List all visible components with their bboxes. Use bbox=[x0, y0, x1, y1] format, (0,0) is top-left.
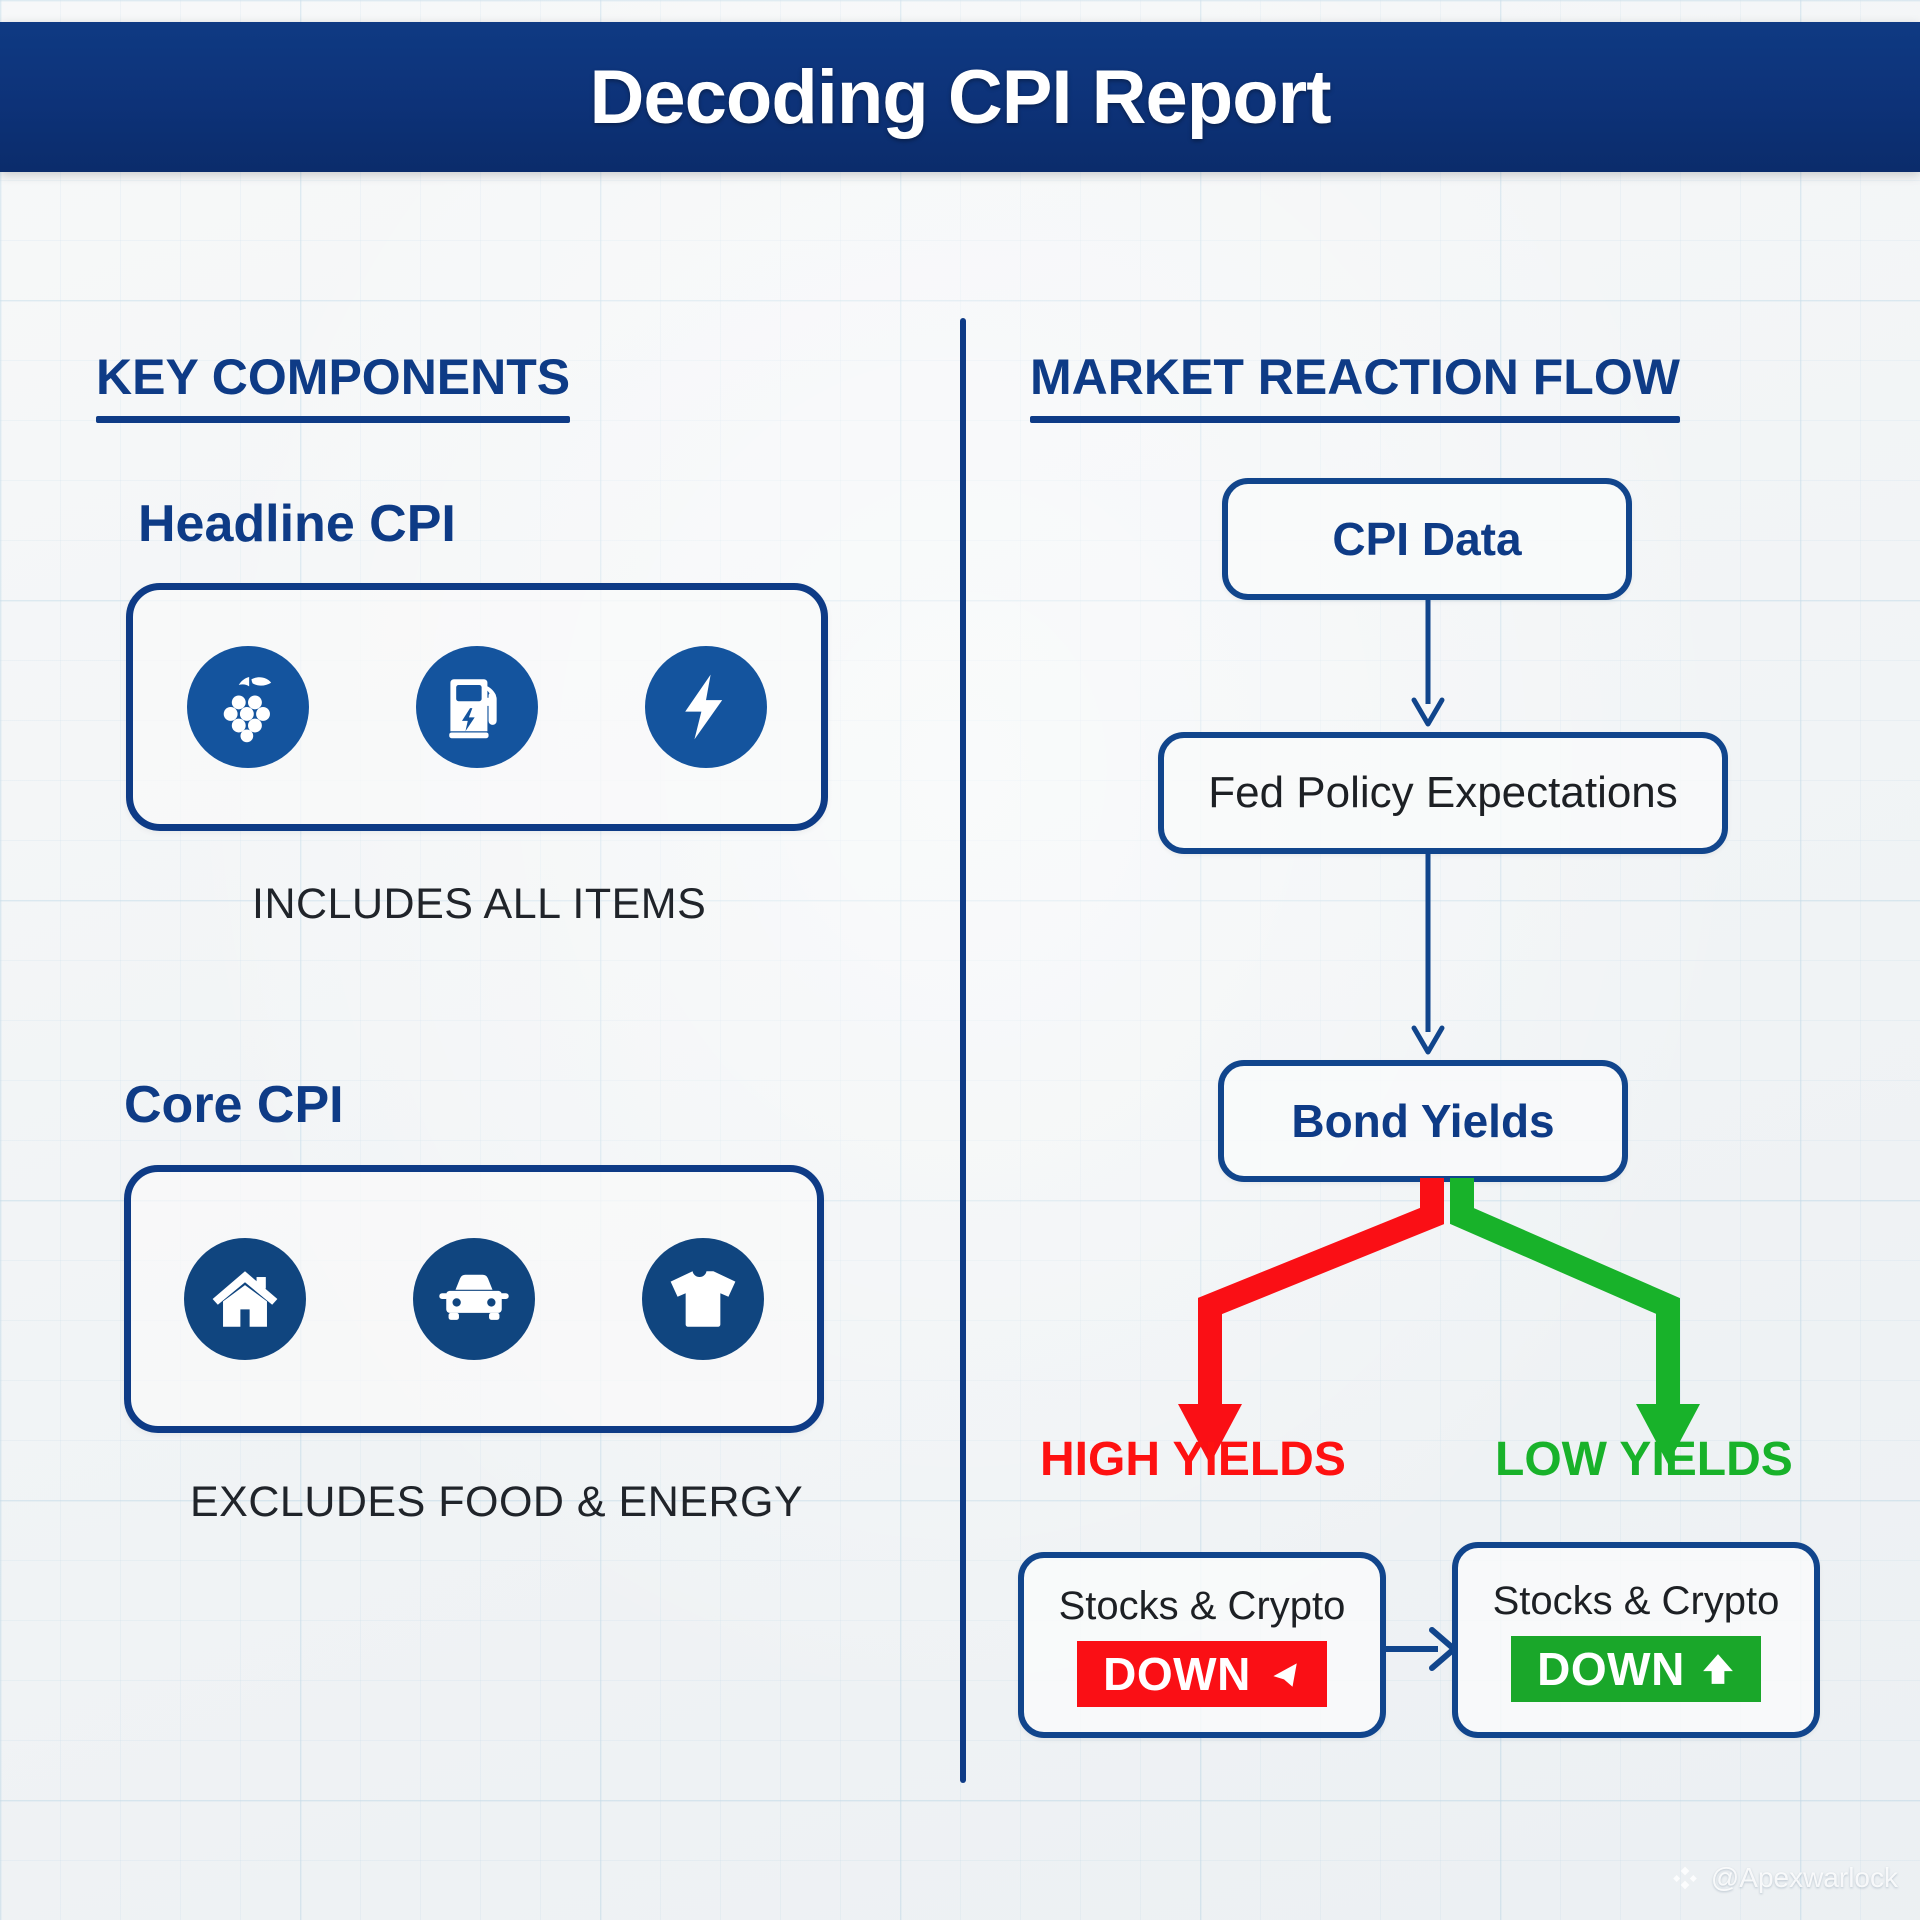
branch-label-high-yields: HIGH YIELDS bbox=[1040, 1433, 1346, 1486]
flow-node-bond-yields[interactable]: Bond Yields bbox=[1218, 1060, 1628, 1182]
house-icon bbox=[184, 1238, 307, 1360]
binance-diamond-icon bbox=[1673, 1866, 1697, 1890]
market-reaction-heading-text: MARKET REACTION FLOW bbox=[1030, 349, 1680, 405]
watermark: @Apexwarlock bbox=[1671, 1862, 1898, 1894]
core-cpi-caption: EXCLUDES FOOD & ENERGY bbox=[190, 1478, 804, 1526]
headline-cpi-caption: INCLUDES ALL ITEMS bbox=[252, 880, 707, 928]
flow-node-label: CPI Data bbox=[1332, 513, 1522, 565]
core-cpi-icon-card bbox=[124, 1165, 824, 1433]
core-cpi-title: Core CPI bbox=[124, 1076, 344, 1134]
arrow-fed-to-bond bbox=[1411, 854, 1445, 1055]
result-card-low-yields[interactable]: Stocks & Crypto DOWN bbox=[1452, 1542, 1820, 1738]
car-icon bbox=[412, 1238, 535, 1360]
lightning-bolt-icon bbox=[645, 646, 768, 768]
header-bar: Decoding CPI Report bbox=[0, 22, 1920, 172]
flow-node-label: Fed Policy Expectations bbox=[1208, 768, 1678, 817]
page-title: Decoding CPI Report bbox=[589, 54, 1331, 140]
branch-arrows bbox=[1178, 1178, 1700, 1464]
result-card-title: Stocks & Crypto bbox=[1492, 1578, 1780, 1623]
key-components-heading: KEY COMPONENTS bbox=[96, 348, 571, 423]
flow-node-label: Bond Yields bbox=[1291, 1095, 1555, 1147]
market-reaction-heading: MARKET REACTION FLOW bbox=[1030, 348, 1680, 423]
fuel-pump-icon bbox=[415, 646, 538, 768]
key-components-heading-text: KEY COMPONENTS bbox=[96, 349, 571, 405]
flow-node-fed-policy[interactable]: Fed Policy Expectations bbox=[1158, 732, 1728, 854]
branch-label-low-yields: LOW YIELDS bbox=[1495, 1433, 1793, 1486]
heading-underline bbox=[96, 416, 571, 423]
status-badge-label: DOWN bbox=[1537, 1642, 1685, 1695]
flow-node-cpi-data[interactable]: CPI Data bbox=[1222, 478, 1632, 600]
headline-cpi-icon-card bbox=[126, 583, 828, 831]
heading-underline bbox=[1030, 416, 1680, 423]
arrow-cpi-to-fed bbox=[1411, 600, 1445, 727]
arrow-between-results bbox=[1386, 1627, 1457, 1671]
status-badge-down-red: DOWN bbox=[1077, 1640, 1327, 1707]
watermark-handle: @Apexwarlock bbox=[1710, 1862, 1898, 1893]
arrow-down-right-icon bbox=[1273, 1662, 1297, 1687]
headline-cpi-title: Headline CPI bbox=[138, 495, 456, 553]
result-card-high-yields[interactable]: Stocks & Crypto DOWN bbox=[1018, 1552, 1386, 1738]
tshirt-icon bbox=[641, 1238, 764, 1360]
status-badge-label: DOWN bbox=[1103, 1647, 1251, 1700]
arrow-up-icon bbox=[1702, 1653, 1733, 1684]
grapes-icon bbox=[186, 646, 309, 768]
column-divider bbox=[960, 318, 966, 1783]
result-card-title: Stocks & Crypto bbox=[1058, 1583, 1346, 1628]
status-badge-down-green: DOWN bbox=[1511, 1635, 1761, 1702]
